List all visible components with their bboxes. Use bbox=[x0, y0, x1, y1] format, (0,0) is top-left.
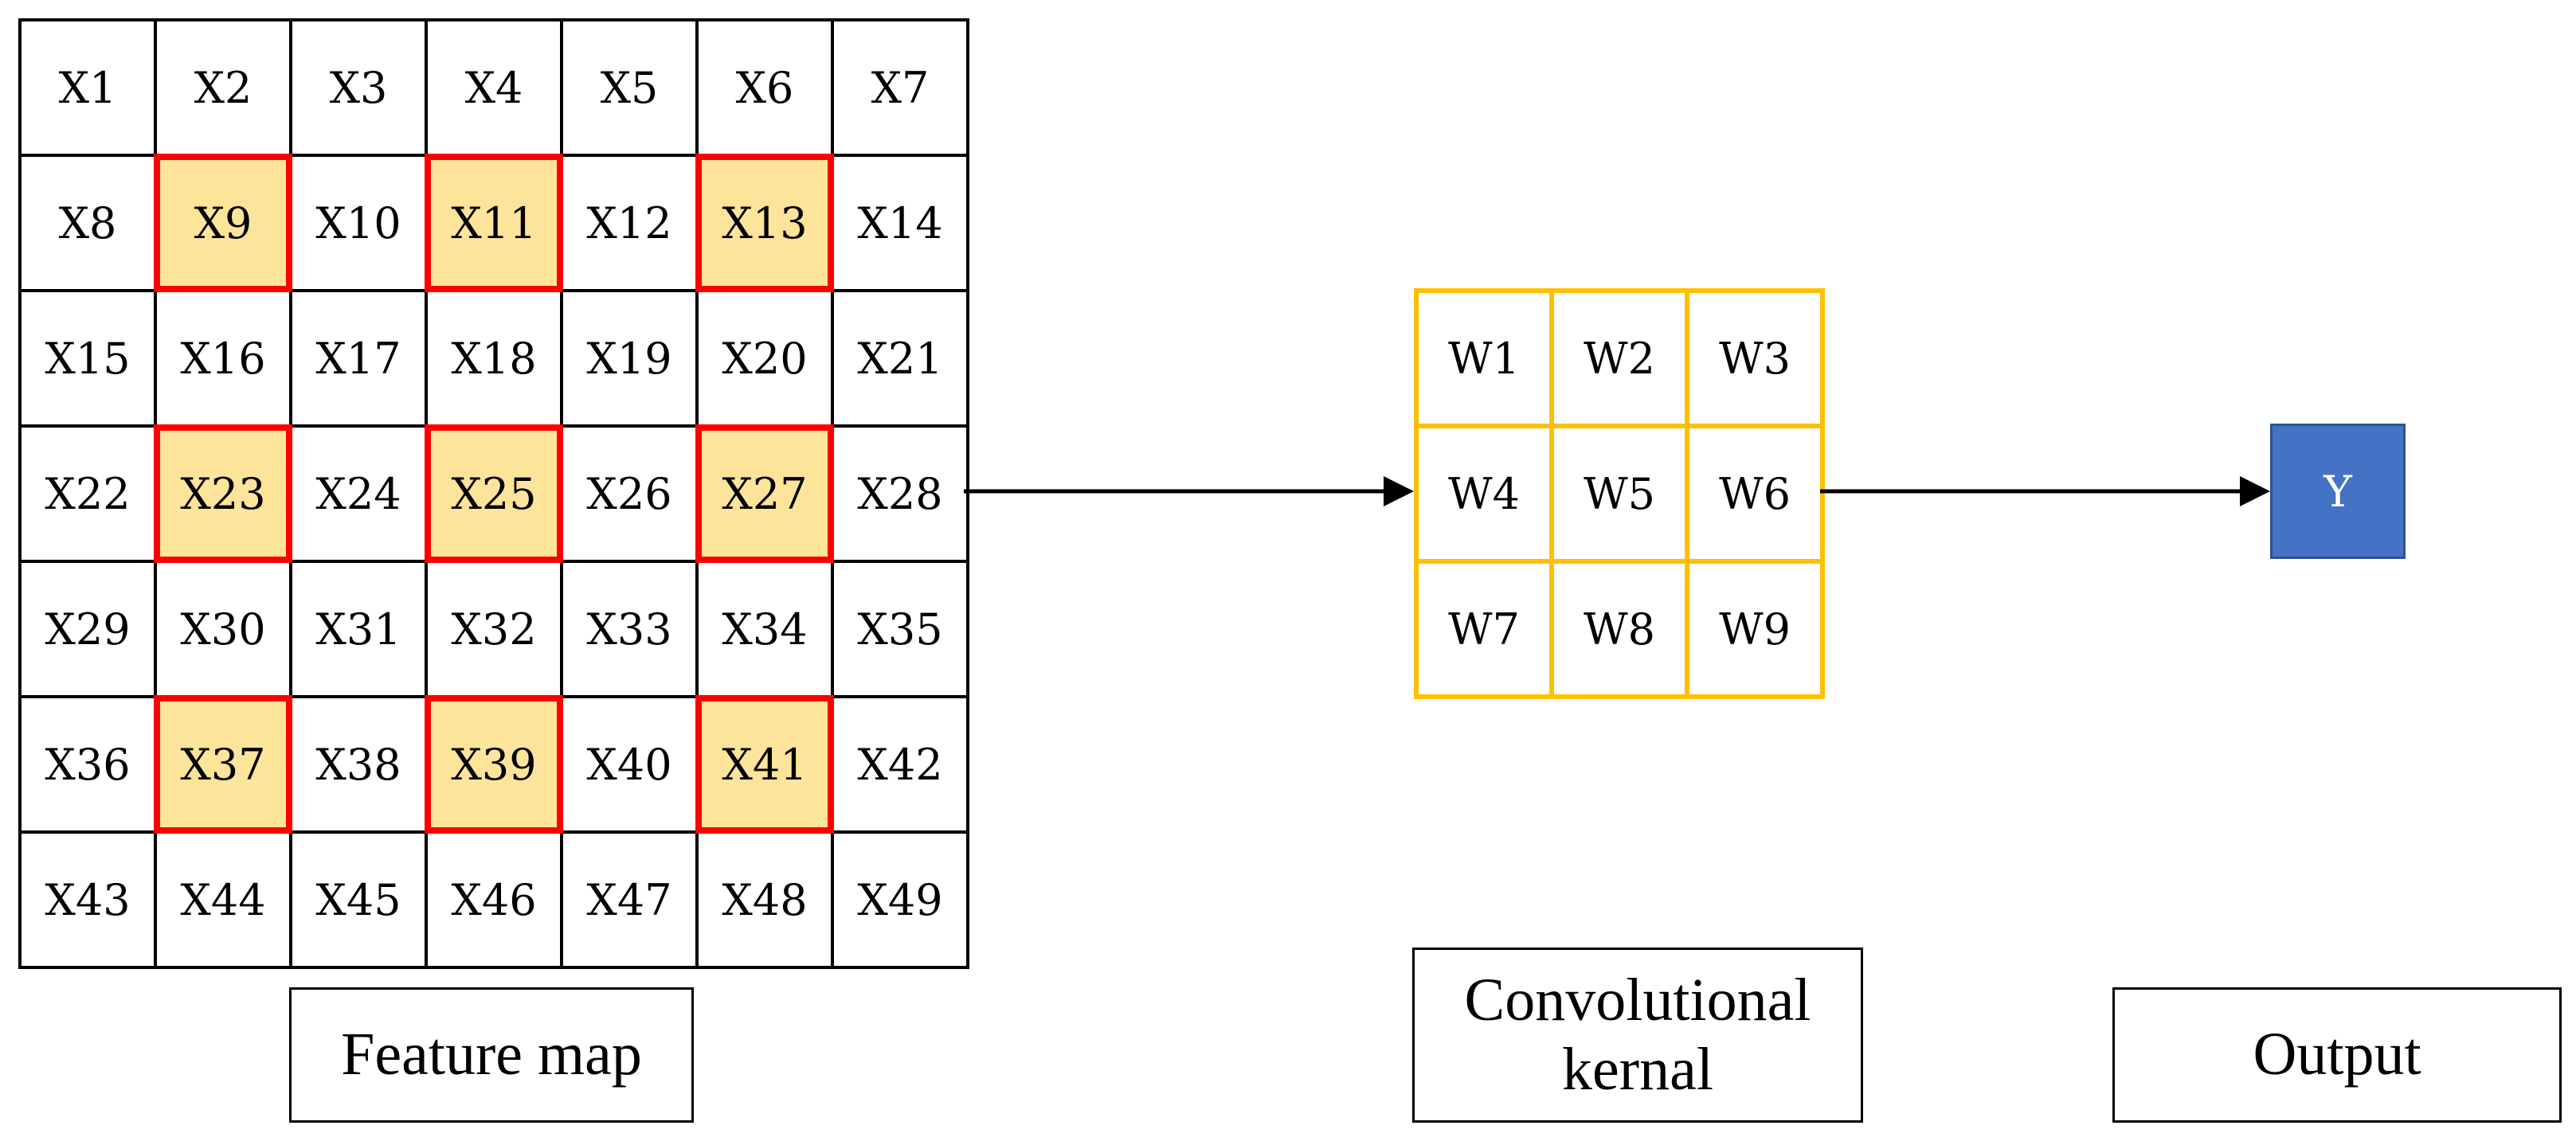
kernel-label-line2: kernal bbox=[1562, 1036, 1713, 1103]
arrowhead-kernel-to-output bbox=[2240, 476, 2270, 506]
feature-cell: X14 bbox=[831, 154, 969, 292]
feature-cell-highlighted: X25 bbox=[425, 424, 563, 563]
feature-cell-highlighted: X9 bbox=[154, 154, 292, 292]
feature-cell: X49 bbox=[831, 830, 969, 969]
feature-cell: X46 bbox=[425, 830, 563, 969]
feature-cell-highlighted: X39 bbox=[425, 695, 563, 834]
feature-cell: X4 bbox=[425, 18, 563, 157]
output-label-text: Output bbox=[2253, 1021, 2421, 1088]
kernel-cell: W7 bbox=[1414, 559, 1554, 699]
kernel-cell: W5 bbox=[1549, 424, 1689, 564]
kernel-cell: W1 bbox=[1414, 288, 1554, 428]
feature-cell: X1 bbox=[18, 18, 157, 157]
feature-cell: X5 bbox=[560, 18, 699, 157]
feature-cell: X38 bbox=[289, 695, 428, 834]
feature-cell-highlighted: X11 bbox=[425, 154, 563, 292]
feature-cell-highlighted: X23 bbox=[154, 424, 292, 563]
output-box: Y bbox=[2270, 424, 2406, 559]
feature-cell: X30 bbox=[154, 560, 292, 698]
feature-cell: X17 bbox=[289, 289, 428, 428]
kernel-cell: W6 bbox=[1685, 424, 1825, 564]
feature-cell: X45 bbox=[289, 830, 428, 969]
feature-cell: X15 bbox=[18, 289, 157, 428]
feature-cell: X19 bbox=[560, 289, 699, 428]
feature-cell: X22 bbox=[18, 424, 157, 563]
feature-map-label-text: Feature map bbox=[341, 1021, 642, 1088]
feature-cell-highlighted: X27 bbox=[695, 424, 834, 563]
kernel-cell: W9 bbox=[1685, 559, 1825, 699]
kernel-cell: W8 bbox=[1549, 559, 1689, 699]
feature-cell: X6 bbox=[695, 18, 834, 157]
output-label: Output bbox=[2112, 987, 2562, 1123]
feature-cell: X33 bbox=[560, 560, 699, 698]
kernel-label-line1: Convolutional bbox=[1464, 966, 1811, 1034]
feature-cell: X32 bbox=[425, 560, 563, 698]
feature-cell-highlighted: X13 bbox=[695, 154, 834, 292]
feature-cell: X16 bbox=[154, 289, 292, 428]
feature-cell-highlighted: X41 bbox=[695, 695, 834, 834]
feature-cell: X18 bbox=[425, 289, 563, 428]
kernel-cell: W2 bbox=[1549, 288, 1689, 428]
feature-cell: X8 bbox=[18, 154, 157, 292]
feature-map-label: Feature map bbox=[289, 987, 694, 1123]
arrowhead-feature-to-kernel bbox=[1384, 476, 1414, 506]
feature-cell: X47 bbox=[560, 830, 699, 969]
feature-cell: X21 bbox=[831, 289, 969, 428]
kernel-label: Convolutional kernal bbox=[1412, 948, 1863, 1123]
feature-cell-highlighted: X37 bbox=[154, 695, 292, 834]
feature-cell: X24 bbox=[289, 424, 428, 563]
feature-cell: X29 bbox=[18, 560, 157, 698]
feature-cell: X7 bbox=[831, 18, 969, 157]
feature-cell: X48 bbox=[695, 830, 834, 969]
feature-cell: X28 bbox=[831, 424, 969, 563]
output-value: Y bbox=[2323, 466, 2352, 517]
